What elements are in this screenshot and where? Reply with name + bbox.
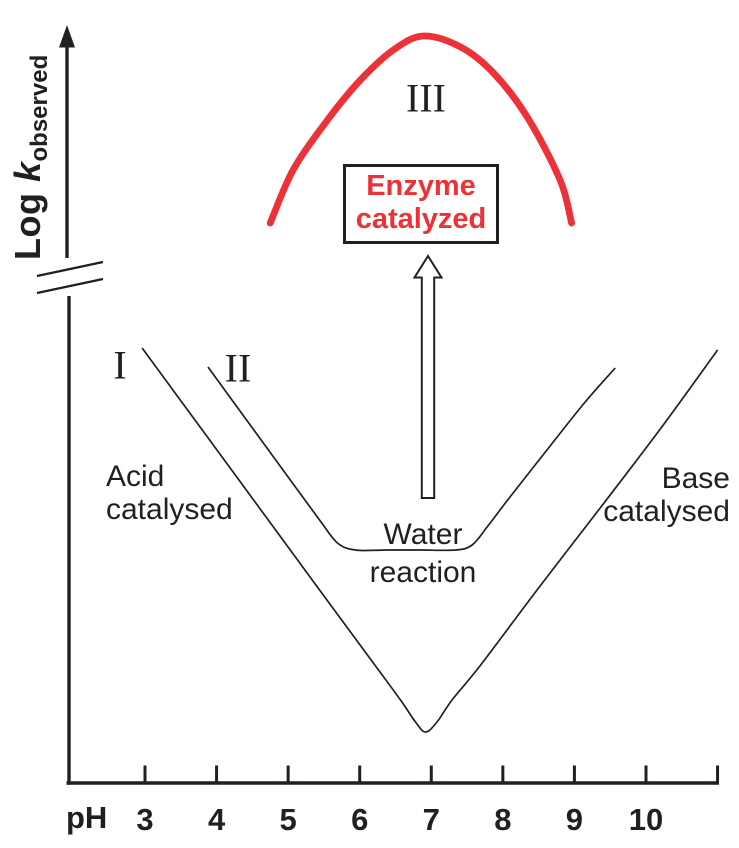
y-axis-subscript: observed xyxy=(26,54,53,162)
x-axis: 3 4 5 6 7 8 9 10 xyxy=(66,765,720,837)
base-catalysed-line1: Base xyxy=(661,462,730,495)
curve-II-water-reaction xyxy=(207,366,616,552)
x-tick-label: 10 xyxy=(629,802,663,837)
enzyme-catalyzed-line2: catalyzed xyxy=(355,203,487,235)
y-axis-symbol-k: k xyxy=(7,161,48,183)
x-tick-label: 7 xyxy=(423,802,440,837)
axis-break-icon xyxy=(36,260,104,295)
x-axis-ticks: 3 4 5 6 7 8 9 10 xyxy=(136,765,720,837)
base-catalysed-line2: catalysed xyxy=(603,495,730,528)
curve-I-acid-base-catalysed xyxy=(141,347,719,733)
curve-III-enzyme-catalyzed xyxy=(266,32,575,227)
y-axis-arrowhead-icon xyxy=(59,25,75,48)
enzyme-catalyzed-box: Enzyme catalyzed xyxy=(343,164,499,244)
x-tick-label: 6 xyxy=(351,802,368,837)
x-tick-label: 3 xyxy=(136,802,153,837)
curve-label-III: III xyxy=(406,75,446,121)
y-axis-label-prefix: Log xyxy=(7,182,48,260)
acid-catalysed-label: Acid catalysed xyxy=(106,460,233,526)
base-catalysed-label: Base catalysed xyxy=(590,462,730,528)
x-tick-label: 5 xyxy=(280,802,297,837)
y-axis-label: Log kobserved xyxy=(7,55,54,260)
x-tick-label: 4 xyxy=(208,802,226,837)
water-reaction-label: Water reaction xyxy=(370,516,477,592)
x-tick-label: 9 xyxy=(566,802,583,837)
x-axis-title: pH xyxy=(66,800,108,835)
y-axis xyxy=(36,25,104,785)
curve-label-I: I xyxy=(113,342,127,388)
x-tick-label: 8 xyxy=(494,802,511,837)
acid-catalysed-line1: Acid xyxy=(106,460,165,493)
curve-label-II: II xyxy=(224,345,252,391)
enzyme-catalyzed-line1: Enzyme xyxy=(366,170,476,202)
up-block-arrow-icon xyxy=(412,254,444,499)
water-reaction-line1: Water xyxy=(383,518,463,551)
water-reaction-line2: reaction xyxy=(369,556,477,589)
acid-catalysed-line2: catalysed xyxy=(106,493,233,526)
